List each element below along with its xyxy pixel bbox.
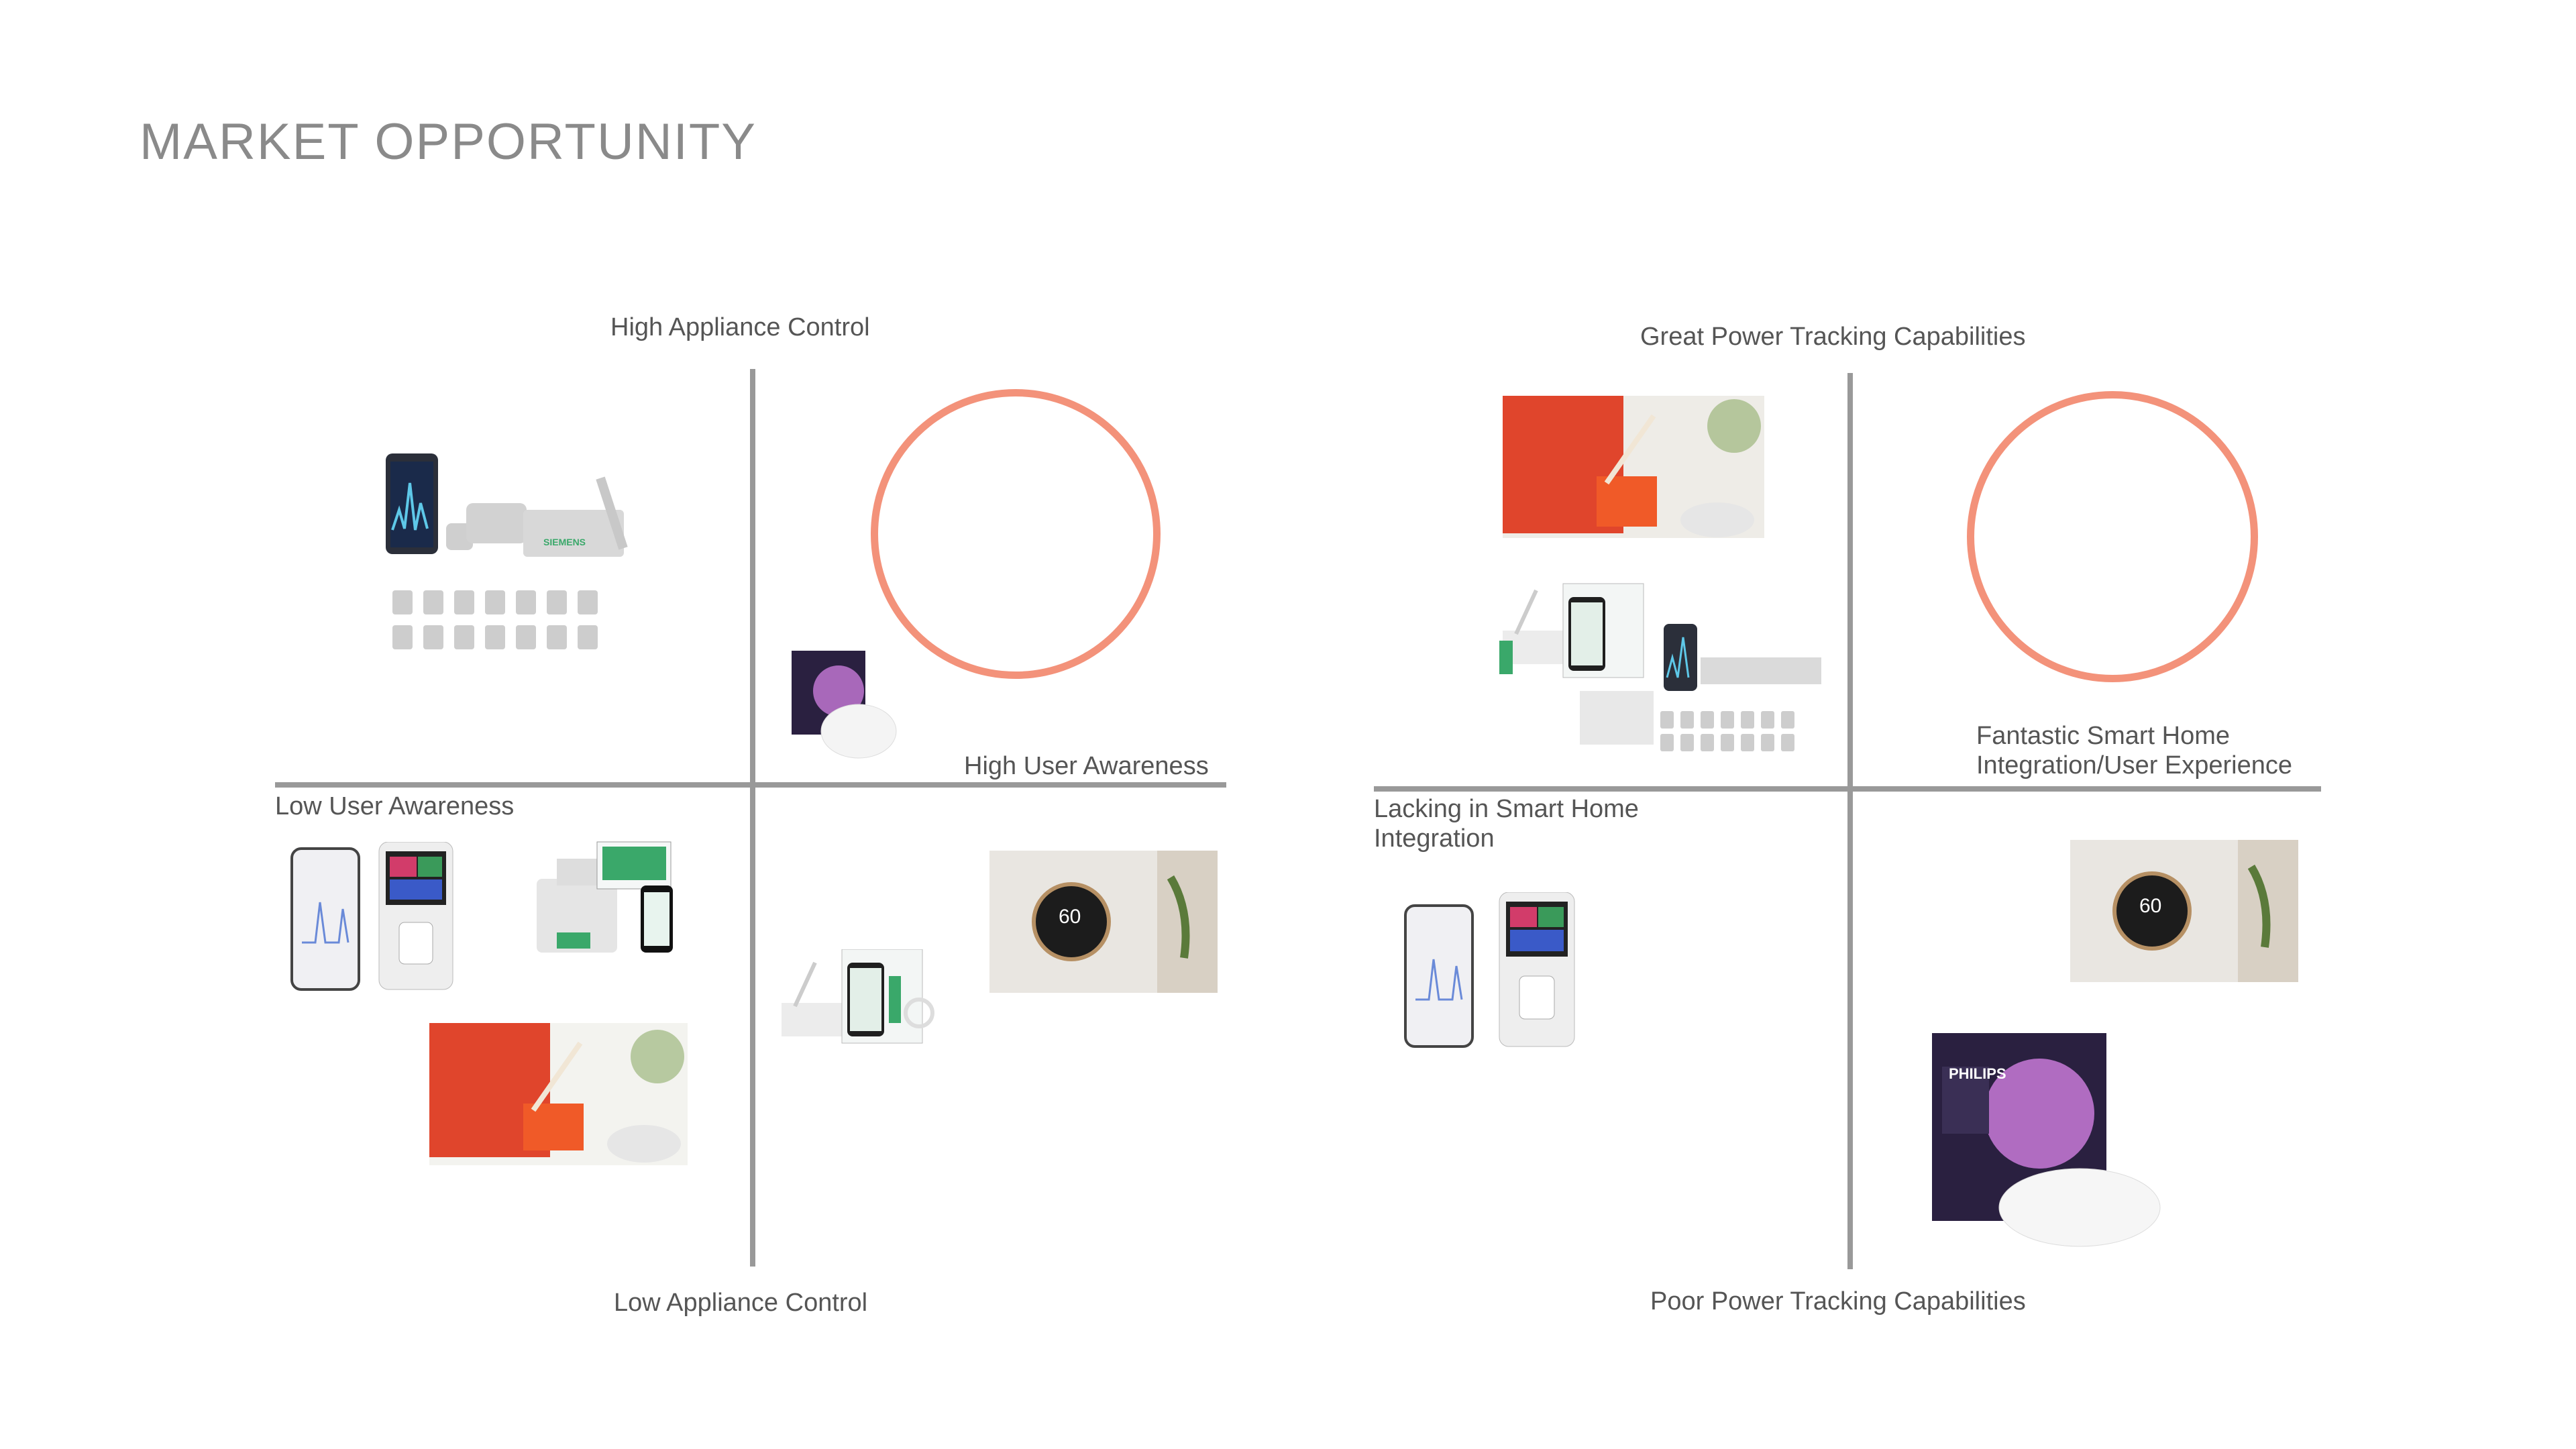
- philips-brand-text: PHILIPS: [1949, 1065, 2006, 1083]
- right-axis-top-label: Great Power Tracking Capabilities: [1640, 322, 2025, 352]
- nest-thermostat-image: [989, 851, 1218, 993]
- right-target-ring: [1967, 391, 2258, 682]
- hue-go-lamp-image-right: [1919, 1026, 2167, 1248]
- right-axis-right-label: Fantastic Smart Home Integration/User Ex…: [1976, 721, 2352, 780]
- siemens-brand-text: SIEMENS: [543, 537, 586, 547]
- right-horizontal-axis: [1374, 786, 2321, 792]
- nest-thermostat-image-right: [2070, 840, 2298, 982]
- right-axis-bottom-label: Poor Power Tracking Capabilities: [1650, 1287, 2026, 1316]
- orange-panel-product-image-right: [1503, 396, 1764, 538]
- wifi-sensor-hub-image: [775, 949, 943, 1063]
- energy-sensor-kit-image: [530, 839, 678, 966]
- right-vertical-axis: [1847, 373, 1853, 1269]
- orange-panel-product-image: [429, 1023, 688, 1165]
- plug-meter-product-image-right: [1399, 892, 1583, 1057]
- left-horizontal-axis: [275, 782, 1226, 788]
- left-axis-right-label: High User Awareness: [964, 751, 1209, 781]
- left-axis-left-label: Low User Awareness: [275, 792, 514, 821]
- page-title: MARKET OPPORTUNITY: [140, 113, 757, 171]
- thermostat-reading: 60: [1059, 906, 1081, 928]
- sensor-hub-collage-image: [1499, 577, 1838, 761]
- left-vertical-axis: [750, 369, 755, 1267]
- left-axis-top-label: High Appliance Control: [610, 313, 870, 342]
- siemens-monitor-product-image: [372, 449, 654, 671]
- left-target-ring: [871, 389, 1161, 679]
- hue-go-lamp-image: [785, 644, 899, 761]
- plug-meter-product-image: [278, 842, 460, 996]
- thermostat-reading-right: 60: [2139, 895, 2161, 918]
- left-axis-bottom-label: Low Appliance Control: [614, 1288, 867, 1318]
- right-axis-left-label: Lacking in Smart Home Integration: [1374, 794, 1696, 853]
